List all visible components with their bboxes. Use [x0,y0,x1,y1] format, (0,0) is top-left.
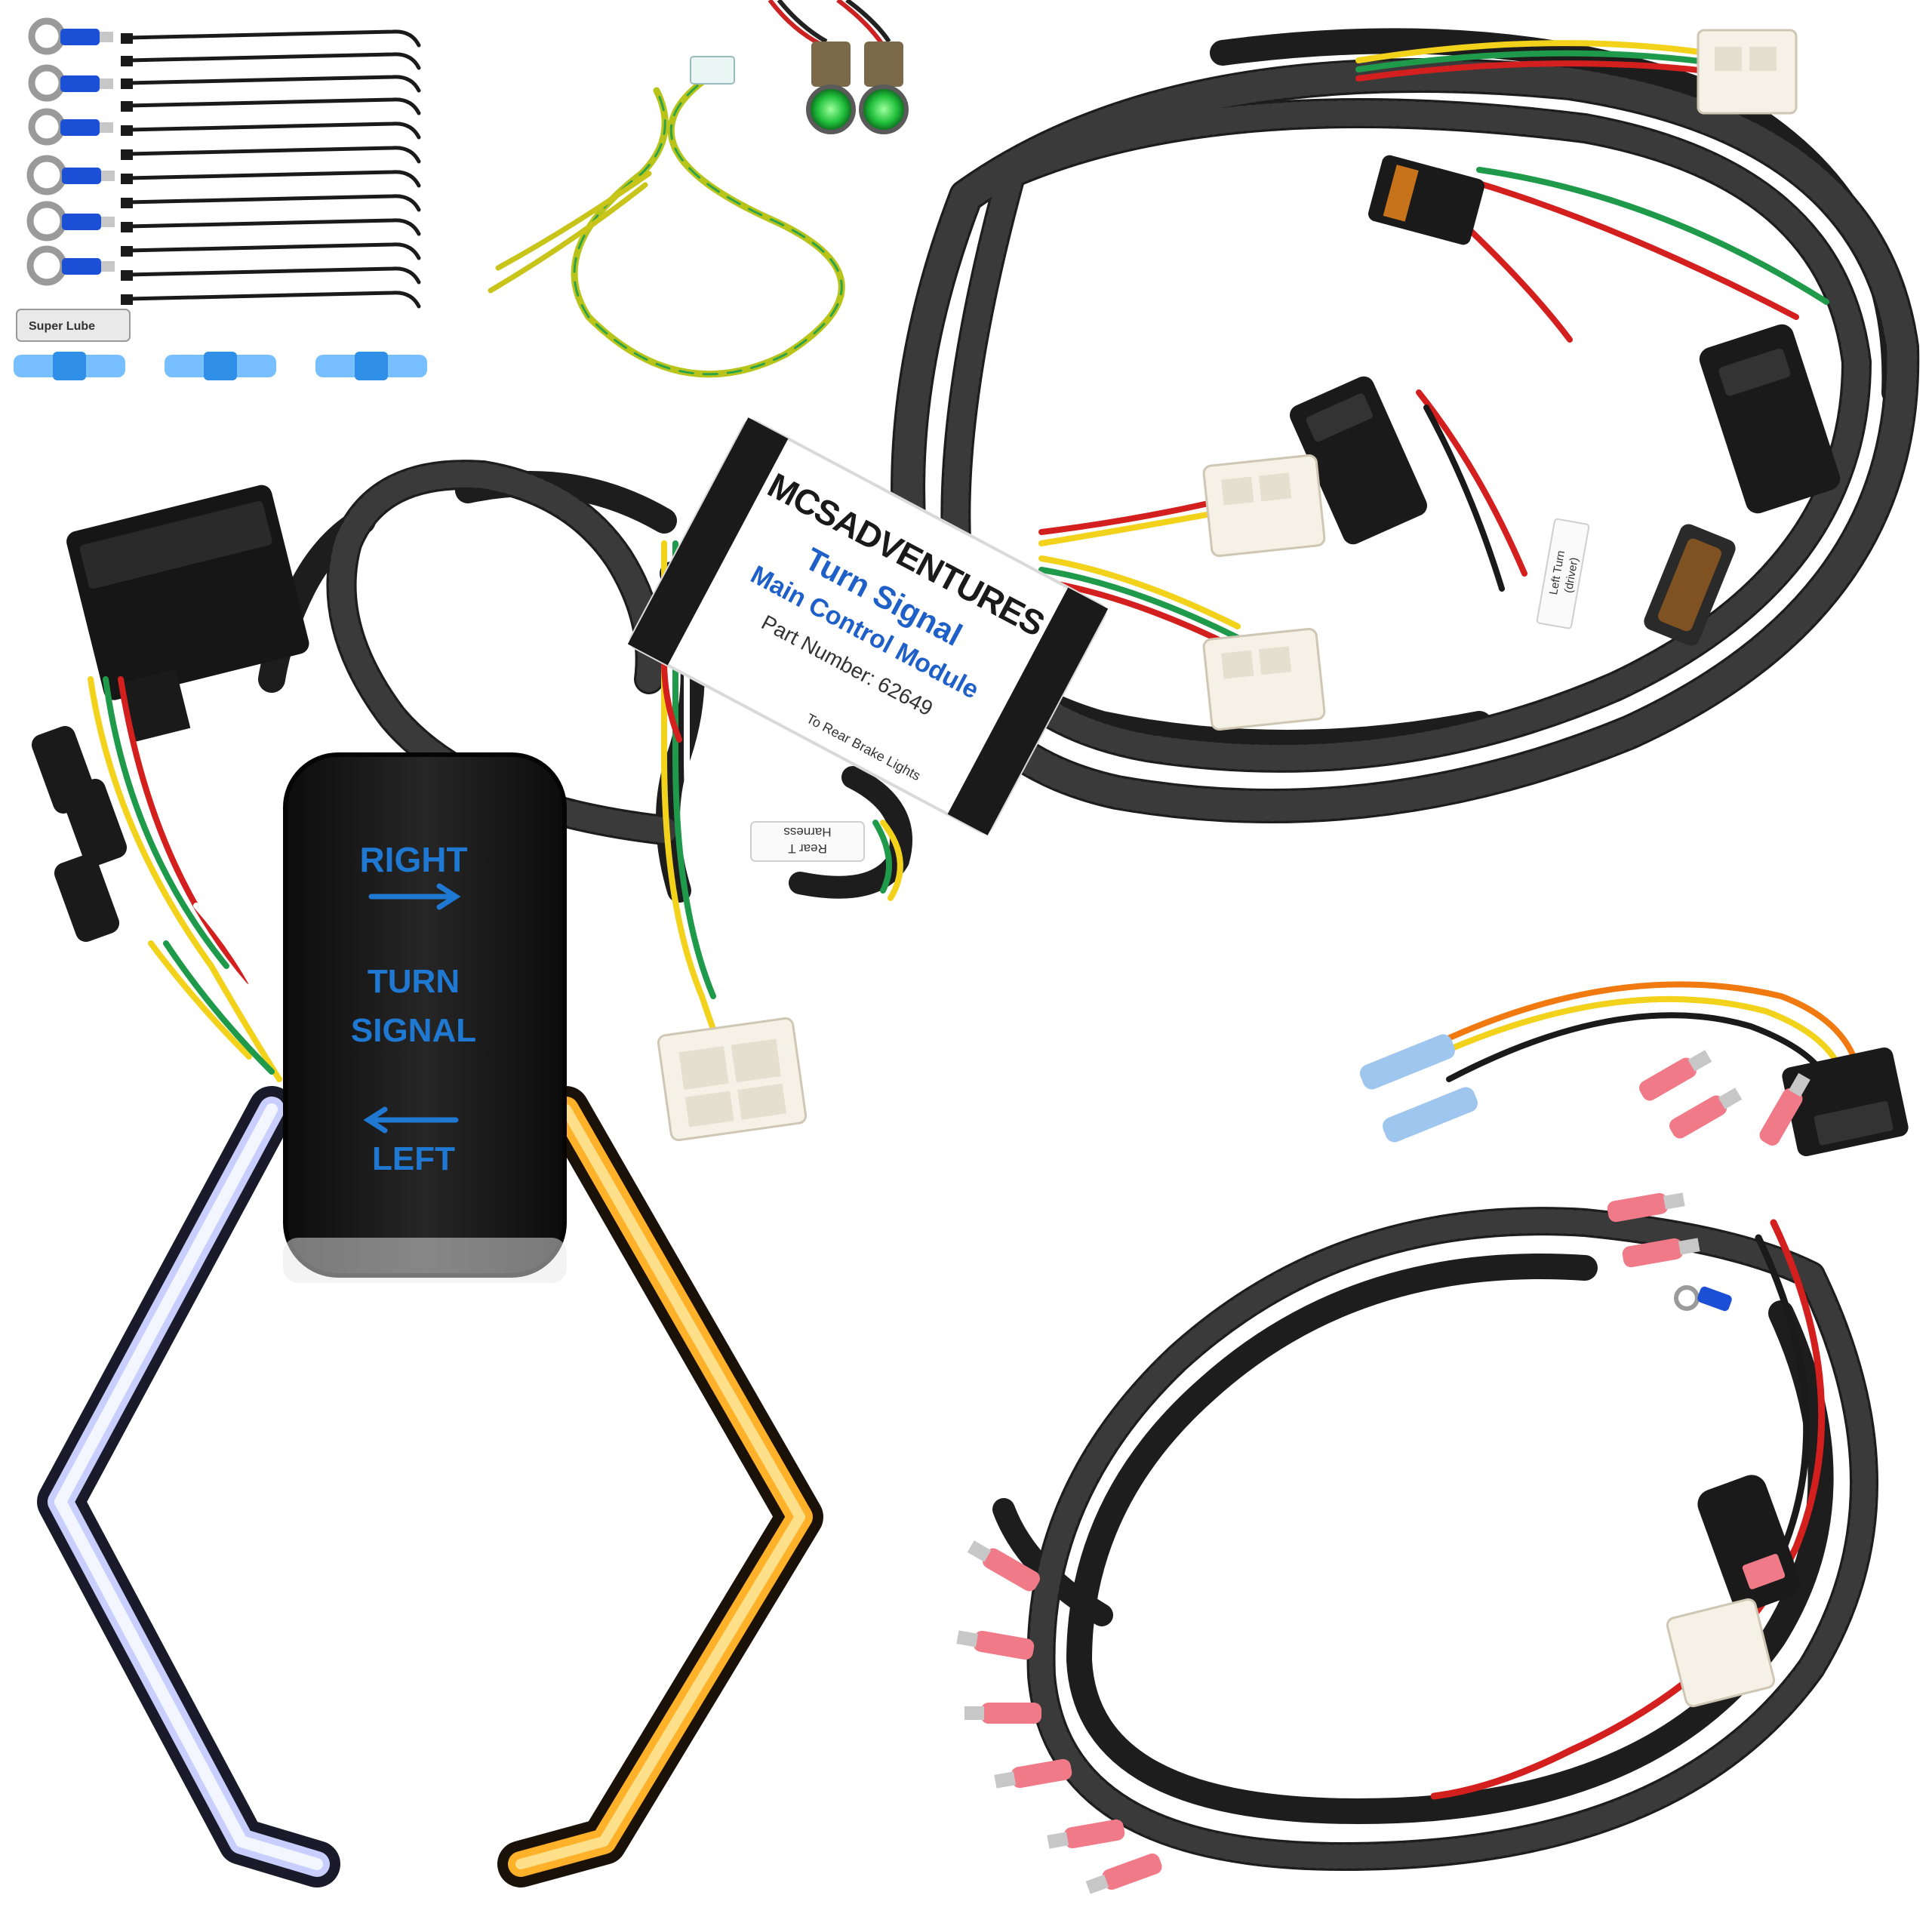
spade-terminal [1639,1050,1712,1101]
butt-connectors-group [14,352,427,380]
butt-connector [14,352,125,380]
switch-signal-label: SIGNAL [351,1012,476,1049]
fuse-holder [1697,1475,1801,1612]
black-connector [1699,324,1841,514]
white-connector [1202,454,1326,558]
green-led-indicator [806,42,856,134]
left-arrow-icon [363,1106,459,1134]
spade-terminal [1607,1192,1685,1223]
black-connector [1289,376,1428,545]
spade-terminal [964,1703,1041,1724]
ring-terminals-group [26,17,115,286]
left-turn-tag: Left Turn (driver) [1536,518,1590,629]
ring-terminal [28,17,113,55]
zip-ties-group [121,29,421,309]
power-harness-loom [992,1207,1878,1872]
ring-terminal [28,108,113,146]
blue-butt-connectors [1359,1034,1478,1143]
ring-terminal [26,155,115,195]
super-lube-packet: Super Lube [16,309,131,342]
ring-terminal [26,201,115,242]
spade-terminal [967,1540,1040,1592]
switch-right-label: RIGHT [359,840,467,879]
right-arrow-icon [368,883,461,910]
power-white-connector [1666,1598,1776,1708]
pigtail-wires [1438,981,1860,1082]
turn-signal-rocker-switch[interactable]: RIGHT TURN SIGNAL LEFT [283,752,567,1283]
white-connector [1202,627,1326,731]
switch-left-label: LEFT [372,1140,455,1177]
ground-wire [488,56,845,378]
butt-connector [165,352,276,380]
spade-terminal [1085,1853,1162,1894]
ring-terminal [26,245,115,286]
spade-terminal [994,1758,1072,1789]
main-harness-wires [1038,40,1829,663]
white-connector [1697,29,1798,115]
amber-connector [1644,524,1736,646]
spade-terminal [1047,1819,1125,1849]
relay-wires [88,676,282,1082]
ring-terminal [28,64,113,102]
blue-ring-terminal [1674,1285,1732,1312]
spade-terminal [956,1630,1035,1660]
spade-terminal [1669,1088,1743,1139]
rear-tag-line2: Harness [783,825,831,839]
white-led-strip [37,1086,340,1887]
spade-terminal [1622,1238,1700,1268]
green-led-indicator [859,42,909,134]
main-harness-connectors [1202,29,1841,731]
butt-connector [315,352,427,380]
amber-led-strip [497,1086,823,1887]
pigtail-connector [1782,1047,1909,1157]
inline-connectors [31,726,128,942]
rear-tag-line1: Rear T [788,841,827,856]
white-plug-connector [657,1017,808,1142]
relay-block [66,485,309,743]
spade-terminal [1759,1072,1810,1146]
rear-harness-tag: Rear T Harness [750,821,865,862]
lube-label: Super Lube [29,320,95,333]
led-indicators-group [768,0,909,134]
pink-spade-terminals [956,1050,1810,1894]
switch-turn-label: TURN [368,963,460,1000]
black-connector [1367,155,1485,245]
